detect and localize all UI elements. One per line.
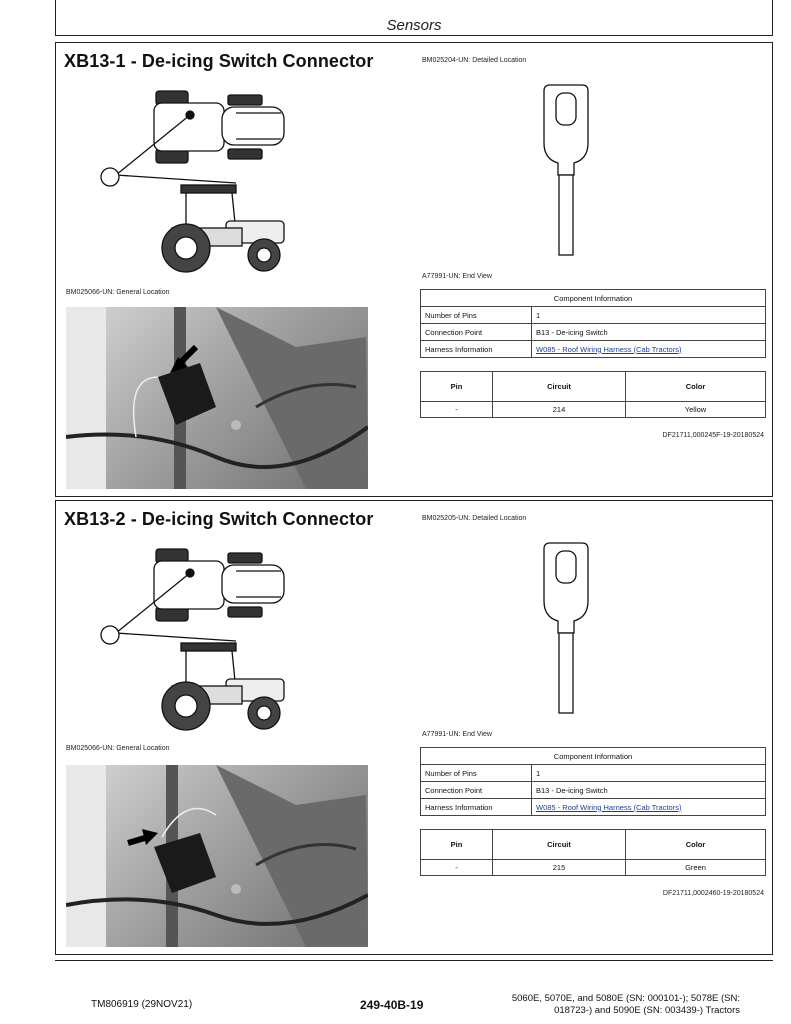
component-info-header: Component Information bbox=[420, 289, 766, 307]
section-title: XB13-1 - De-icing Switch Connector bbox=[64, 51, 374, 71]
table-row: - 214 Yellow bbox=[420, 401, 766, 418]
color-cell: Green bbox=[625, 859, 766, 876]
general-location-photo bbox=[66, 765, 368, 947]
footer-divider bbox=[55, 960, 773, 961]
connection-point-label: Connection Point bbox=[420, 781, 532, 799]
pins-label: Number of Pins bbox=[420, 764, 532, 782]
color-header: Color bbox=[625, 829, 766, 860]
color-cell: Yellow bbox=[625, 401, 766, 418]
color-header: Color bbox=[625, 371, 766, 402]
harness-info-label: Harness Information bbox=[420, 798, 532, 816]
table-row: Harness Information W085 - Roof Wiring H… bbox=[420, 798, 766, 816]
footer-model-info: 5060E, 5070E, and 5080E (SN: 000101-); 5… bbox=[478, 993, 740, 1017]
tractor-location-illustration bbox=[100, 90, 285, 273]
footer-model-line-2: 018723-) and 5090E (SN: 003439-) Tractor… bbox=[554, 1005, 740, 1016]
pin-cell: - bbox=[420, 859, 493, 876]
pin-header: Pin bbox=[420, 829, 493, 860]
doc-id: DF21711,000245F-19-20180524 bbox=[662, 432, 764, 439]
tractor-location-illustration bbox=[100, 548, 285, 731]
connector-end-view-illustration bbox=[543, 542, 589, 714]
harness-link[interactable]: W085 - Roof Wiring Harness (Cab Tractors… bbox=[536, 344, 682, 354]
component-info-table: Component Information Number of Pins 1 C… bbox=[420, 747, 766, 816]
end-view-caption: A77991-UN: End View bbox=[422, 731, 492, 738]
circuit-cell: 215 bbox=[492, 859, 626, 876]
page-header: Sensors bbox=[55, 0, 773, 36]
pin-cell: - bbox=[420, 401, 493, 418]
table-row: Connection Point B13 - De-icing Switch bbox=[420, 781, 766, 799]
connector-end-view-illustration bbox=[543, 84, 589, 256]
connection-point-value: B13 - De-icing Switch bbox=[531, 781, 766, 799]
footer-page-number: 249-40B-19 bbox=[360, 998, 424, 1012]
footer-model-line-1: 5060E, 5070E, and 5080E (SN: 000101-); 5… bbox=[511, 993, 740, 1004]
circuit-cell: 214 bbox=[492, 401, 626, 418]
table-row: Number of Pins 1 bbox=[420, 306, 766, 324]
footer-manual-id: TM806919 (29NOV21) bbox=[91, 999, 193, 1010]
pins-label: Number of Pins bbox=[420, 306, 532, 324]
table-row: Number of Pins 1 bbox=[420, 764, 766, 782]
general-location-photo bbox=[66, 307, 368, 489]
table-row: Harness Information W085 - Roof Wiring H… bbox=[420, 340, 766, 358]
harness-link[interactable]: W085 - Roof Wiring Harness (Cab Tractors… bbox=[536, 802, 682, 812]
end-view-caption: A77991-UN: End View bbox=[422, 273, 492, 280]
circuit-header: Circuit bbox=[492, 829, 626, 860]
section-header-title: Sensors bbox=[386, 17, 442, 34]
pins-value: 1 bbox=[531, 764, 766, 782]
component-info-table: Component Information Number of Pins 1 C… bbox=[420, 289, 766, 358]
circuit-table: Pin Circuit Color - 214 Yellow bbox=[420, 371, 766, 418]
pin-header: Pin bbox=[420, 371, 493, 402]
section-title: XB13-2 - De-icing Switch Connector bbox=[64, 509, 374, 529]
circuit-table: Pin Circuit Color - 215 Green bbox=[420, 829, 766, 876]
connector-section-xb13-2: XB13-2 - De-icing Switch Connector BM025… bbox=[55, 500, 773, 955]
general-location-caption: BM025066-UN: General Location bbox=[66, 289, 170, 296]
connection-point-label: Connection Point bbox=[420, 323, 532, 341]
table-row: - 215 Green bbox=[420, 859, 766, 876]
component-info-header: Component Information bbox=[420, 747, 766, 765]
harness-info-label: Harness Information bbox=[420, 340, 532, 358]
detail-location-caption: BM025205-UN: Detailed Location bbox=[422, 515, 527, 522]
circuit-header: Circuit bbox=[492, 371, 626, 402]
connector-section-xb13-1: XB13-1 - De-icing Switch Connector BM025… bbox=[55, 42, 773, 497]
detail-location-caption: BM025204-UN: Detailed Location bbox=[422, 57, 527, 64]
doc-id: DF21711,0002460-19-20180524 bbox=[662, 890, 764, 897]
table-row: Connection Point B13 - De-icing Switch bbox=[420, 323, 766, 341]
connection-point-value: B13 - De-icing Switch bbox=[531, 323, 766, 341]
general-location-caption: BM025066-UN: General Location bbox=[66, 745, 170, 752]
pins-value: 1 bbox=[531, 306, 766, 324]
